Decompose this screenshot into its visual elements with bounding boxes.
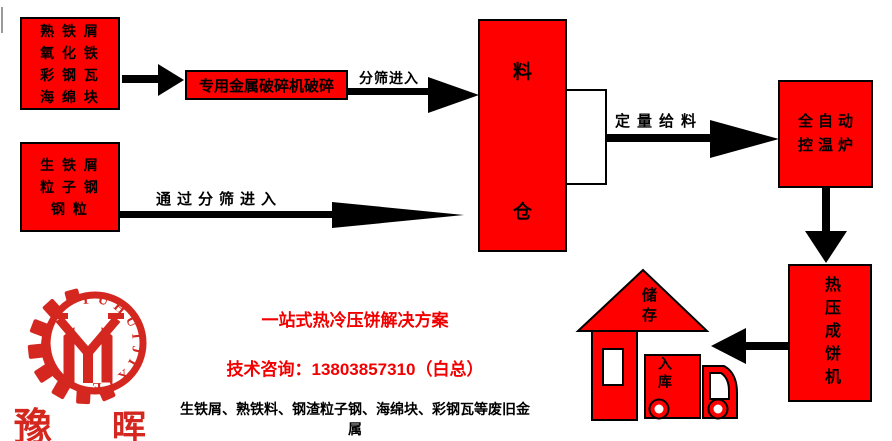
furnace-box: 全自动 控温炉 (778, 80, 873, 188)
silo-char-top: 料 (512, 62, 532, 83)
storage-house-label: 储存 (640, 287, 657, 327)
crusher-box-label: 专用金属破碎机破碎 (198, 77, 334, 95)
arrow-sift-label: 分筛进入 (359, 70, 419, 86)
brand-name-char-1: 豫 (14, 407, 53, 441)
promo-text-block: 一站式热冷压饼解决方案 技术咨询：13803857310（白总） 生铁屑、熟铁料… (178, 306, 532, 441)
arrow-feed-label: 定量给料 (615, 113, 704, 130)
press-box: 热压成饼机 (788, 264, 872, 402)
feed-box-top-line: 海 绵 块 (40, 88, 100, 105)
feed-box-bottom-line: 钢 粒 (51, 201, 89, 217)
arrow-crusher-to-silo (348, 77, 479, 113)
crusher-box: 专用金属破碎机破碎 (185, 70, 348, 100)
silo-outlet-rect (565, 89, 607, 185)
furnace-box-line: 控温炉 (797, 137, 858, 154)
logo-ring (43, 291, 147, 395)
contact-phone-text: 技术咨询：13803857310（白总） (226, 360, 484, 379)
press-box-label: 热压成饼机 (822, 276, 839, 391)
furnace-box-line: 全自动 (797, 113, 858, 130)
warehouse-truck-label: 入库 (657, 356, 673, 392)
feed-box-top: 熟 铁 屑 氧 化 铁 彩 钢 瓦 海 绵 块 (20, 17, 120, 110)
arrow-via-sift-label: 通过分筛进入 (156, 191, 283, 208)
feed-box-bottom-line: 粒 子 钢 (40, 179, 100, 195)
storage-house-icon (575, 268, 710, 421)
arrow-top-feed-to-crusher (122, 64, 184, 96)
silo-char-bottom: 仓 (512, 202, 532, 223)
arrow-bottom-feed-to-silo (120, 202, 464, 228)
arrow-furnace-to-press (805, 188, 847, 263)
feed-box-top-line: 氧 化 铁 (40, 44, 100, 61)
feed-box-top-line: 彩 钢 瓦 (40, 66, 100, 83)
slogan-text: 一站式热冷压饼解决方案 (261, 311, 449, 330)
arrow-silo-to-furnace (606, 120, 779, 158)
warehouse-truck-icon (644, 354, 738, 420)
company-logo: YUHUIJIXIE (27, 288, 147, 405)
feed-box-bottom: 生 铁 屑 粒 子 钢 钢 粒 (20, 142, 120, 232)
logo-ym-monogram (52, 313, 124, 383)
brand-name-char-2: 晖 (112, 410, 146, 441)
feed-box-top-line: 熟 铁 屑 (40, 22, 100, 39)
feed-box-bottom-line: 生 铁 屑 (40, 157, 100, 173)
silo-box: 料 仓 (478, 19, 567, 252)
corner-tick-mark (1, 7, 3, 33)
arrow-press-to-warehouse (711, 328, 790, 364)
description-line-1: 生铁屑、熟铁料、钢渣粒子钢、海绵块、彩钢瓦等废旧金属 (180, 401, 530, 437)
